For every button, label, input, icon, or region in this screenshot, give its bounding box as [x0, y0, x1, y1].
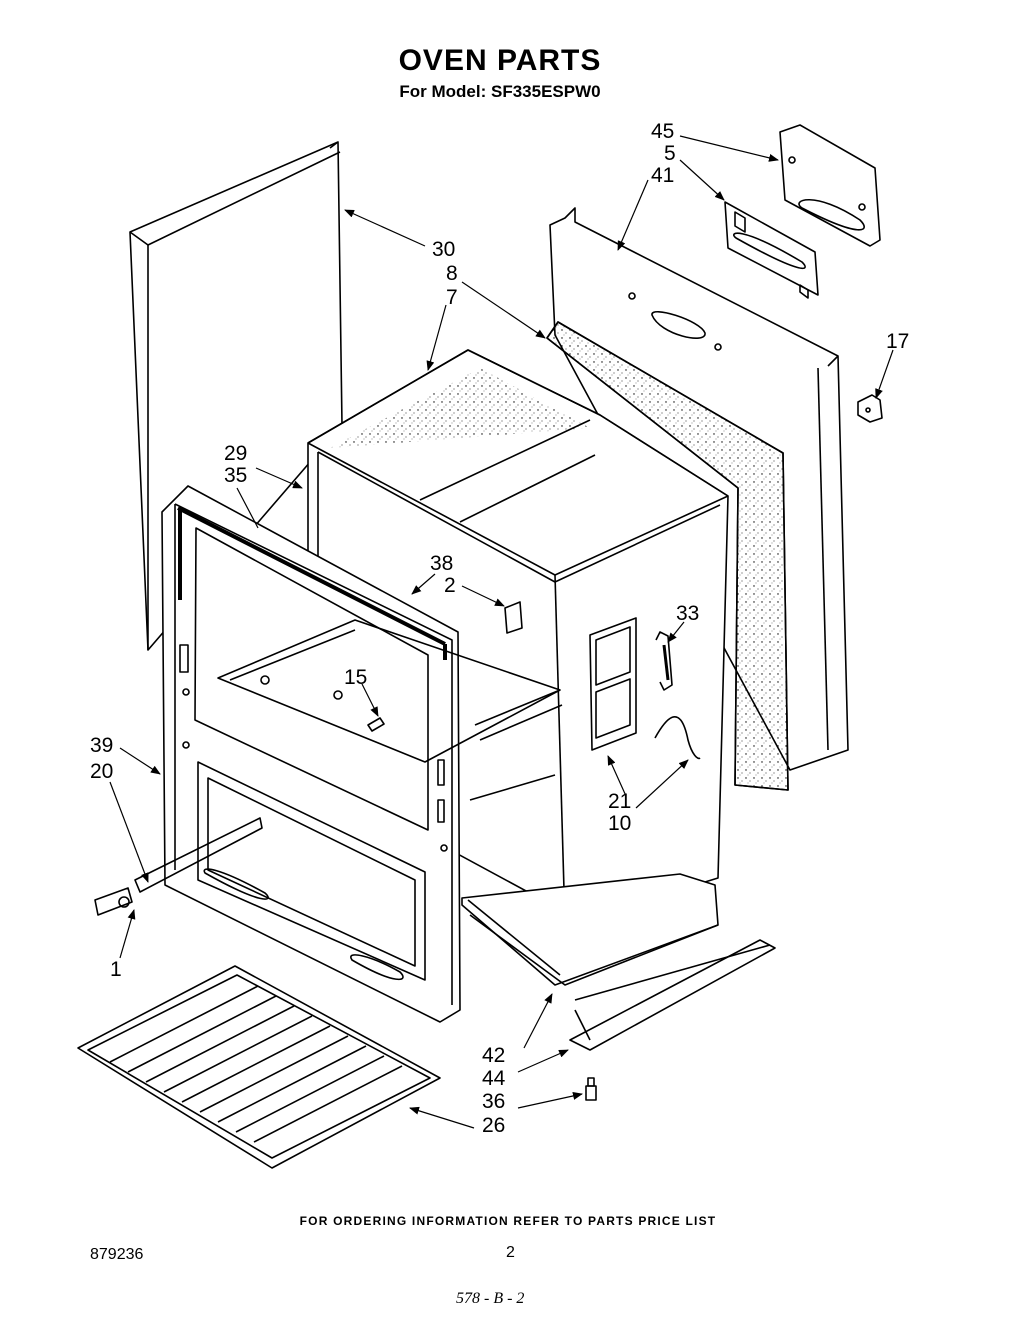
- bottom-tray-42: [461, 873, 719, 986]
- callout-30: 30: [432, 238, 455, 261]
- element-bracket-44: [569, 939, 776, 1051]
- page-number: 2: [506, 1244, 515, 1261]
- oven-rack-26: [77, 965, 441, 1169]
- ordering-note: FOR ORDERING INFORMATION REFER TO PARTS …: [299, 1214, 717, 1228]
- bracket-2: [504, 601, 523, 634]
- insulation-8: [546, 321, 789, 791]
- callout-21: 21: [608, 790, 631, 813]
- leader-lines: [109, 135, 894, 1129]
- page-title: OVEN PARTS: [398, 44, 602, 77]
- bracket-17: [857, 394, 883, 423]
- callout-1: 1: [110, 958, 122, 981]
- callout-36: 36: [482, 1090, 505, 1113]
- front-frame-29: [161, 485, 461, 1023]
- wire-10: [654, 716, 701, 760]
- callout-7: 7: [446, 286, 458, 309]
- vent-plate-45: [779, 124, 881, 247]
- hinge-spring-33: [655, 631, 673, 691]
- hinge-1: [94, 887, 133, 916]
- callout-8: 8: [446, 262, 458, 285]
- callout-15: 15: [344, 666, 367, 689]
- callout-35: 35: [224, 464, 247, 487]
- callout-26: 26: [482, 1114, 505, 1137]
- callout-20: 20: [90, 760, 113, 783]
- callout-labels: 45 5 41 30 8 7 17 29 35 38 2 33 15 39 20…: [90, 120, 909, 1137]
- callout-39: 39: [90, 734, 113, 757]
- callout-45: 45: [651, 120, 674, 143]
- callout-33: 33: [676, 602, 699, 625]
- gasket-5: [724, 201, 819, 299]
- rack-frame-15: [217, 619, 561, 763]
- callout-41: 41: [651, 164, 674, 187]
- callout-5: 5: [664, 142, 676, 165]
- callout-38: 38: [430, 552, 453, 575]
- handwritten-mark: 578 - B - 2: [456, 1290, 525, 1307]
- callout-29: 29: [224, 442, 247, 465]
- callout-10: 10: [608, 812, 631, 835]
- callout-42: 42: [482, 1044, 505, 1067]
- document-number: 879236: [90, 1246, 144, 1263]
- screw-36: [585, 1077, 597, 1101]
- callout-17: 17: [886, 330, 909, 353]
- hinge-rod-20: [134, 817, 263, 893]
- callout-44: 44: [482, 1067, 506, 1090]
- callout-2: 2: [444, 574, 456, 597]
- model-line: For Model: SF335ESPW0: [399, 82, 601, 101]
